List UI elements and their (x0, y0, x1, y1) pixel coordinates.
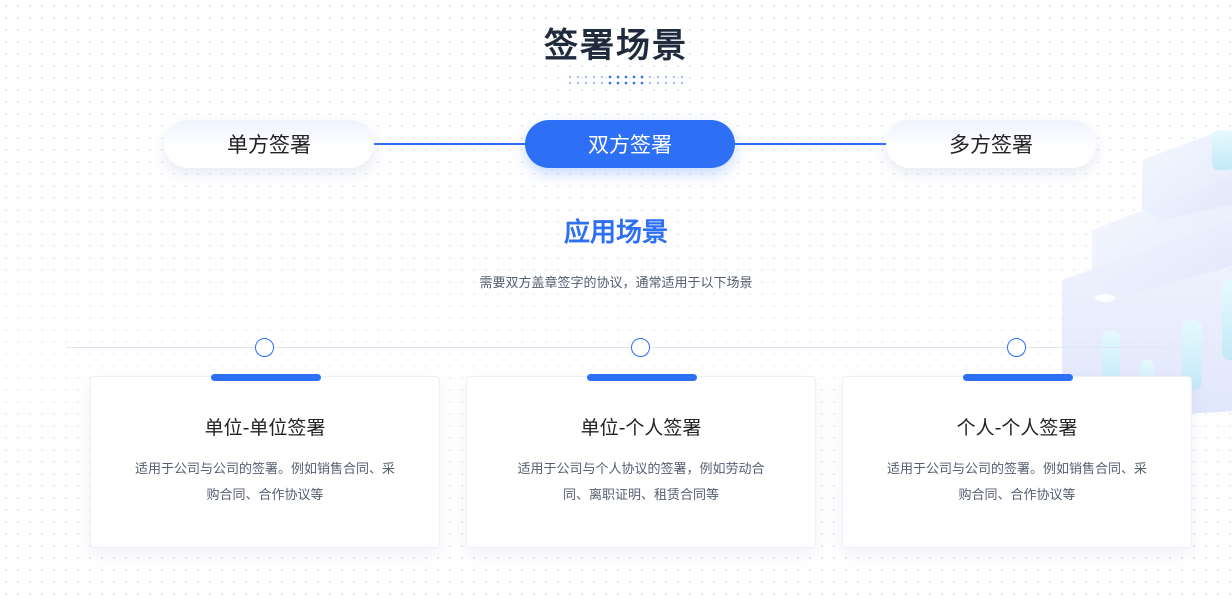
title-underline-dots (568, 75, 684, 85)
card-accent-bar (963, 374, 1073, 381)
tab-two-party-signing[interactable]: 双方签署 (525, 120, 735, 168)
timeline-node (255, 338, 274, 357)
card-description: 适用于公司与公司的签署。例如销售合同、采购合同、合作协议等 (134, 462, 395, 503)
tab-label: 多方签署 (949, 133, 1033, 157)
card-description: 适用于公司与公司的签署。例如销售合同、采购合同、合作协议等 (886, 462, 1147, 503)
card-description: 适用于公司与个人协议的签署，例如劳动合同、离职证明、租赁合同等 (517, 462, 765, 503)
timeline-node (631, 338, 650, 357)
card-title: 单位-个人签署 (580, 417, 702, 439)
card-accent-bar (587, 374, 697, 381)
section-title: 应用场景 (563, 218, 668, 248)
scenario-card-org-person: 单位-个人签署 适用于公司与个人协议的签署，例如劳动合同、离职证明、租赁合同等 (466, 374, 816, 548)
tab-label: 双方签署 (588, 133, 672, 157)
tab-multi-party-signing[interactable]: 多方签署 (886, 120, 1096, 168)
timeline-node (1007, 338, 1026, 357)
scenario-card-person-person: 个人-个人签署 适用于公司与公司的签署。例如销售合同、采购合同、合作协议等 (842, 374, 1192, 548)
scenario-card-org-org: 单位-单位签署 适用于公司与公司的签署。例如销售合同、采购合同、合作协议等 (90, 374, 440, 548)
section-description: 需要双方盖章签字的协议，通常适用于以下场景 (479, 276, 753, 291)
card-accent-bar (211, 374, 321, 381)
tab-label: 单方签署 (227, 133, 311, 157)
page-title: 签署场景 (544, 26, 688, 66)
card-title: 单位-单位签署 (204, 417, 326, 439)
cards-connector-line (66, 347, 1166, 348)
tab-single-party-signing[interactable]: 单方签署 (164, 120, 374, 168)
card-title: 个人-个人签署 (956, 417, 1078, 439)
